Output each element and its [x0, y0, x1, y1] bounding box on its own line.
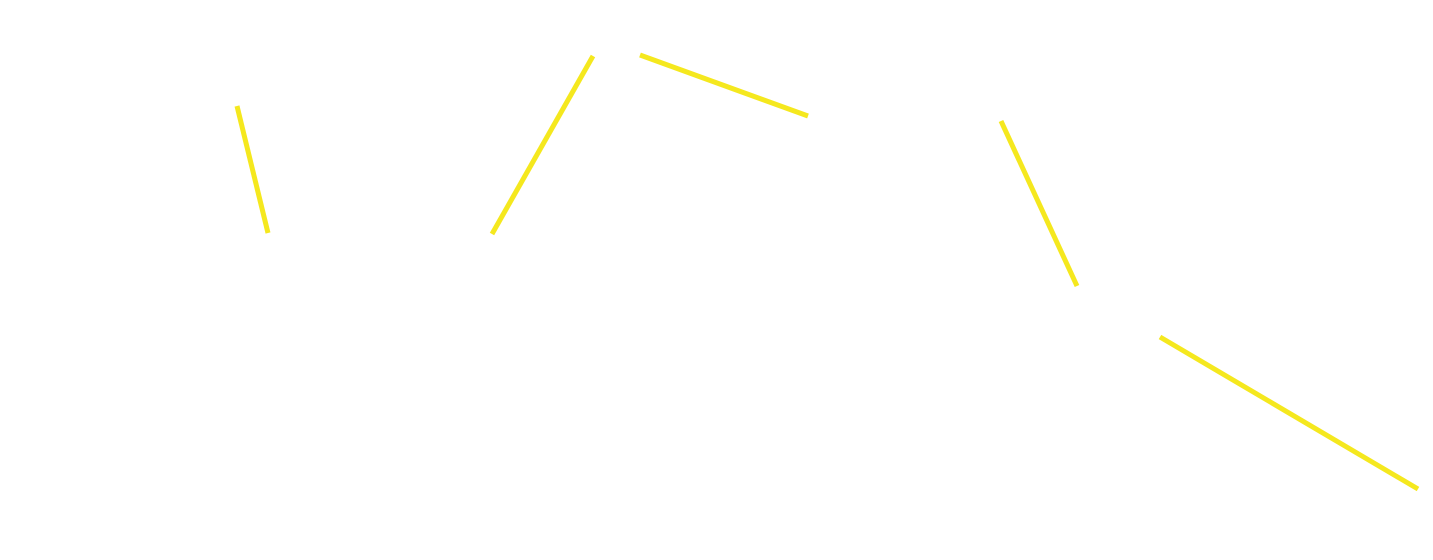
segment-4 — [998, 119, 1080, 288]
segment-1 — [234, 105, 271, 234]
segment-3 — [639, 52, 809, 119]
segment-5 — [1158, 334, 1420, 492]
segment-2 — [489, 54, 596, 236]
